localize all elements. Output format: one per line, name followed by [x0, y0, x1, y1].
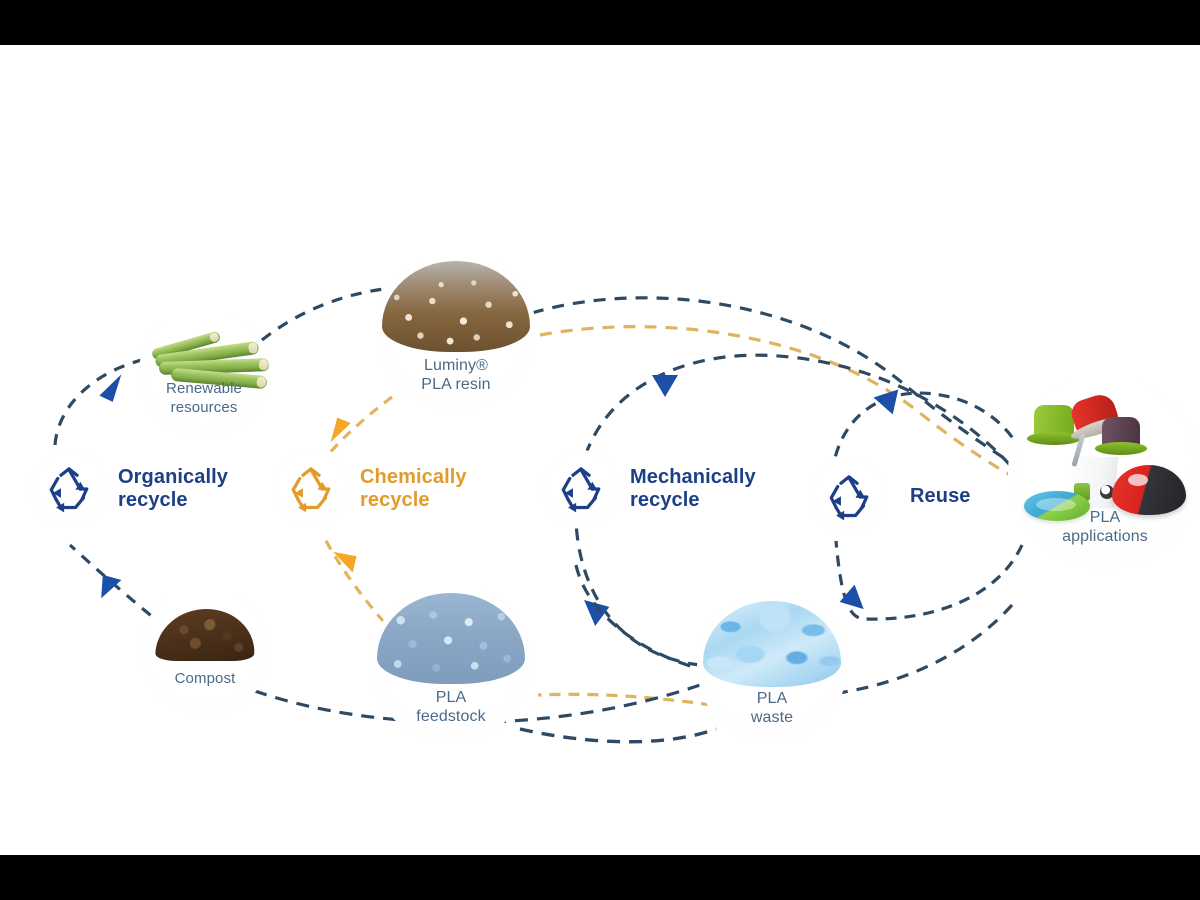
blue-tray-icon [1023, 490, 1090, 521]
compost-image [140, 586, 270, 716]
pla-applications-image [1008, 375, 1200, 569]
letterbox-top [0, 0, 1200, 45]
node-label-luminy-pla-resin: Luminy® PLA resin [421, 356, 491, 394]
stage-reuse[interactable]: Reuse [810, 458, 971, 536]
pla-feedstock-image [371, 583, 531, 743]
arrowhead-reuse-lower [839, 584, 864, 610]
pla-granulate-icon [377, 592, 525, 684]
stage-chemically-recycle[interactable]: Chemically recycle [272, 450, 467, 528]
reuse-badge[interactable] [810, 458, 888, 536]
crushed-bottles-icon [703, 601, 841, 687]
mechanically-recycle-badge[interactable] [542, 450, 620, 528]
compost-heap-icon [154, 609, 256, 662]
recycle-icon [561, 467, 601, 513]
node-label-pla-waste: PLA waste [750, 689, 794, 727]
flow-resin-to-applications [531, 296, 1023, 472]
letterbox-bottom [0, 855, 1200, 900]
arrowhead-organically-lower [101, 574, 122, 599]
flow-organically-to-renewable [53, 356, 151, 446]
recycle-icon [829, 475, 869, 521]
node-pla-applications[interactable]: PLA applications [1008, 375, 1200, 569]
arrowhead-reuse-upper [873, 389, 899, 415]
node-label-pla-applications: PLA applications [1062, 508, 1148, 546]
arrowhead-chemically-bottom [333, 551, 357, 573]
resin-pellets-icon [382, 260, 530, 352]
organically-recycle-badge[interactable] [30, 450, 108, 528]
node-renewable-resources[interactable]: Renewable resources [139, 307, 269, 437]
applications-photo-icon [1020, 390, 1191, 521]
flow-organically-to-renewable-head [70, 383, 108, 420]
stage-organically-recycle[interactable]: Organically recycle [30, 450, 228, 528]
chemically-recycle-badge[interactable] [272, 450, 350, 528]
recycle-icon [49, 467, 89, 513]
flow-renewable-to-resin [261, 286, 393, 342]
flow-applications-to-reuse [834, 540, 1024, 621]
node-luminy-pla-resin[interactable]: Luminy® PLA resin [376, 251, 536, 411]
flow-mechanically-lower-tail [574, 564, 701, 671]
arrowhead-chemically-top [330, 417, 351, 443]
stage-label-organically-recycle: Organically recycle [118, 465, 229, 511]
recycle-icon [291, 467, 331, 513]
node-compost[interactable]: Compost [140, 586, 270, 716]
sugarcane-icon [149, 320, 269, 390]
flow-waste-to-feedstock-orange [537, 692, 713, 707]
node-pla-waste[interactable]: PLA waste [697, 592, 847, 742]
arrowhead-mechanically-upper [652, 375, 678, 397]
stage-mechanically-recycle[interactable]: Mechanically recycle [542, 450, 756, 528]
capsule-green-icon [1026, 404, 1081, 445]
computer-mouse-icon [1111, 464, 1186, 515]
diagram-canvas: Renewable resources Luminy® PLA resin Co… [0, 45, 1200, 855]
node-pla-feedstock[interactable]: PLA feedstock [371, 583, 531, 743]
flow-feedstock-to-chemically [322, 536, 386, 624]
arrowhead-renewable [99, 374, 122, 402]
capsule-purple-icon [1094, 416, 1147, 455]
node-label-renewable-resources: Renewable resources [166, 380, 242, 416]
renewable-resources-image [139, 307, 269, 437]
node-label-compost: Compost [174, 669, 236, 687]
arrowhead-mechanically-lower [584, 599, 610, 626]
stage-label-chemically-recycle: Chemically recycle [360, 465, 467, 511]
luminy-pla-resin-image [376, 251, 536, 411]
stage-label-reuse: Reuse [910, 485, 971, 508]
node-label-pla-feedstock: PLA feedstock [416, 688, 486, 726]
stage-label-mechanically-recycle: Mechanically recycle [630, 465, 756, 511]
flow-resin-to-chemically [324, 395, 393, 459]
flow-feedstock-to-waste-blue [519, 727, 717, 744]
